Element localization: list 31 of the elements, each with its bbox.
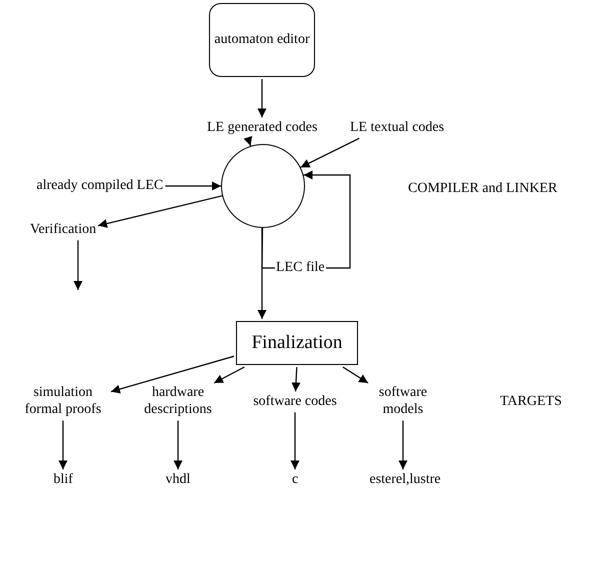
arrow [74, 240, 82, 290]
section-label: TARGETS [500, 394, 562, 410]
arrow [98, 195, 222, 228]
node-text: LE textual codes [350, 120, 444, 136]
arrow [244, 136, 252, 146]
arrow [258, 228, 266, 319]
arrow [300, 138, 360, 168]
node-text: software codes [249, 394, 341, 410]
node-text: blif [54, 472, 73, 488]
arrow [398, 420, 408, 470]
node-text: LE generated codes [207, 120, 318, 136]
section-label: COMPILER and LINKER [408, 181, 558, 197]
node-text: esterel,lustre [370, 472, 441, 488]
arrow [110, 356, 234, 394]
node-text: vhdl [166, 472, 190, 488]
node-text: software models [357, 385, 449, 419]
process-box: Finalization [236, 321, 358, 365]
arrow [165, 182, 221, 190]
node-text: Verification [30, 222, 96, 238]
arrow [174, 420, 182, 470]
node-text: simulation formal proofs [17, 385, 109, 419]
arrow [258, 79, 266, 118]
node-text: c [292, 472, 298, 488]
arrow [342, 366, 368, 384]
editor-box: automaton editor [209, 3, 315, 77]
arrow [292, 366, 300, 392]
node-text: hardware descriptions [132, 385, 224, 419]
arrow [290, 412, 300, 470]
node-text: already compiled LEC [36, 178, 164, 194]
arrow [58, 420, 68, 470]
arrow [214, 366, 245, 384]
